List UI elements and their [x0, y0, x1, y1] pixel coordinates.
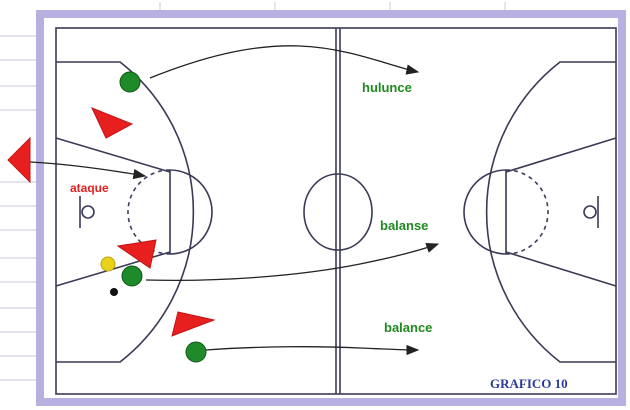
path-bottom-player	[205, 344, 420, 356]
right-free-throw-arc-solid	[463, 169, 507, 255]
defender-triangle-top	[91, 107, 134, 139]
player-bottom	[185, 341, 207, 363]
label-top-green: hulunce	[362, 80, 412, 95]
right-hoop	[583, 205, 597, 219]
path-entry-arrow	[29, 161, 147, 180]
small-marker-dot	[110, 288, 118, 296]
diagram-frame	[36, 10, 626, 406]
center-circle	[303, 173, 373, 251]
right-three-point-arc	[485, 61, 616, 363]
ball	[100, 256, 116, 272]
path-top-player	[149, 45, 420, 79]
left-hoop	[81, 205, 95, 219]
figure-caption: GRAFICO 10	[490, 376, 568, 391]
player-middle	[121, 265, 143, 287]
player-top	[119, 71, 141, 93]
left-three-point-arc	[56, 61, 195, 363]
path-middle-player	[145, 242, 440, 282]
defender-triangle-mid	[116, 239, 157, 269]
defender-triangle-edge	[7, 136, 31, 184]
left-free-throw-arc-solid	[169, 169, 213, 255]
left-key-upper	[55, 137, 171, 173]
label-left-red: ataque	[70, 181, 109, 195]
right-key-lower	[505, 251, 617, 287]
right-free-throw-arc-dashed	[505, 169, 549, 255]
right-key-upper	[505, 137, 617, 173]
label-bottom-green: balance	[384, 320, 432, 335]
label-middle-green: balanse	[380, 218, 428, 233]
defender-triangle-bottom	[171, 311, 216, 337]
